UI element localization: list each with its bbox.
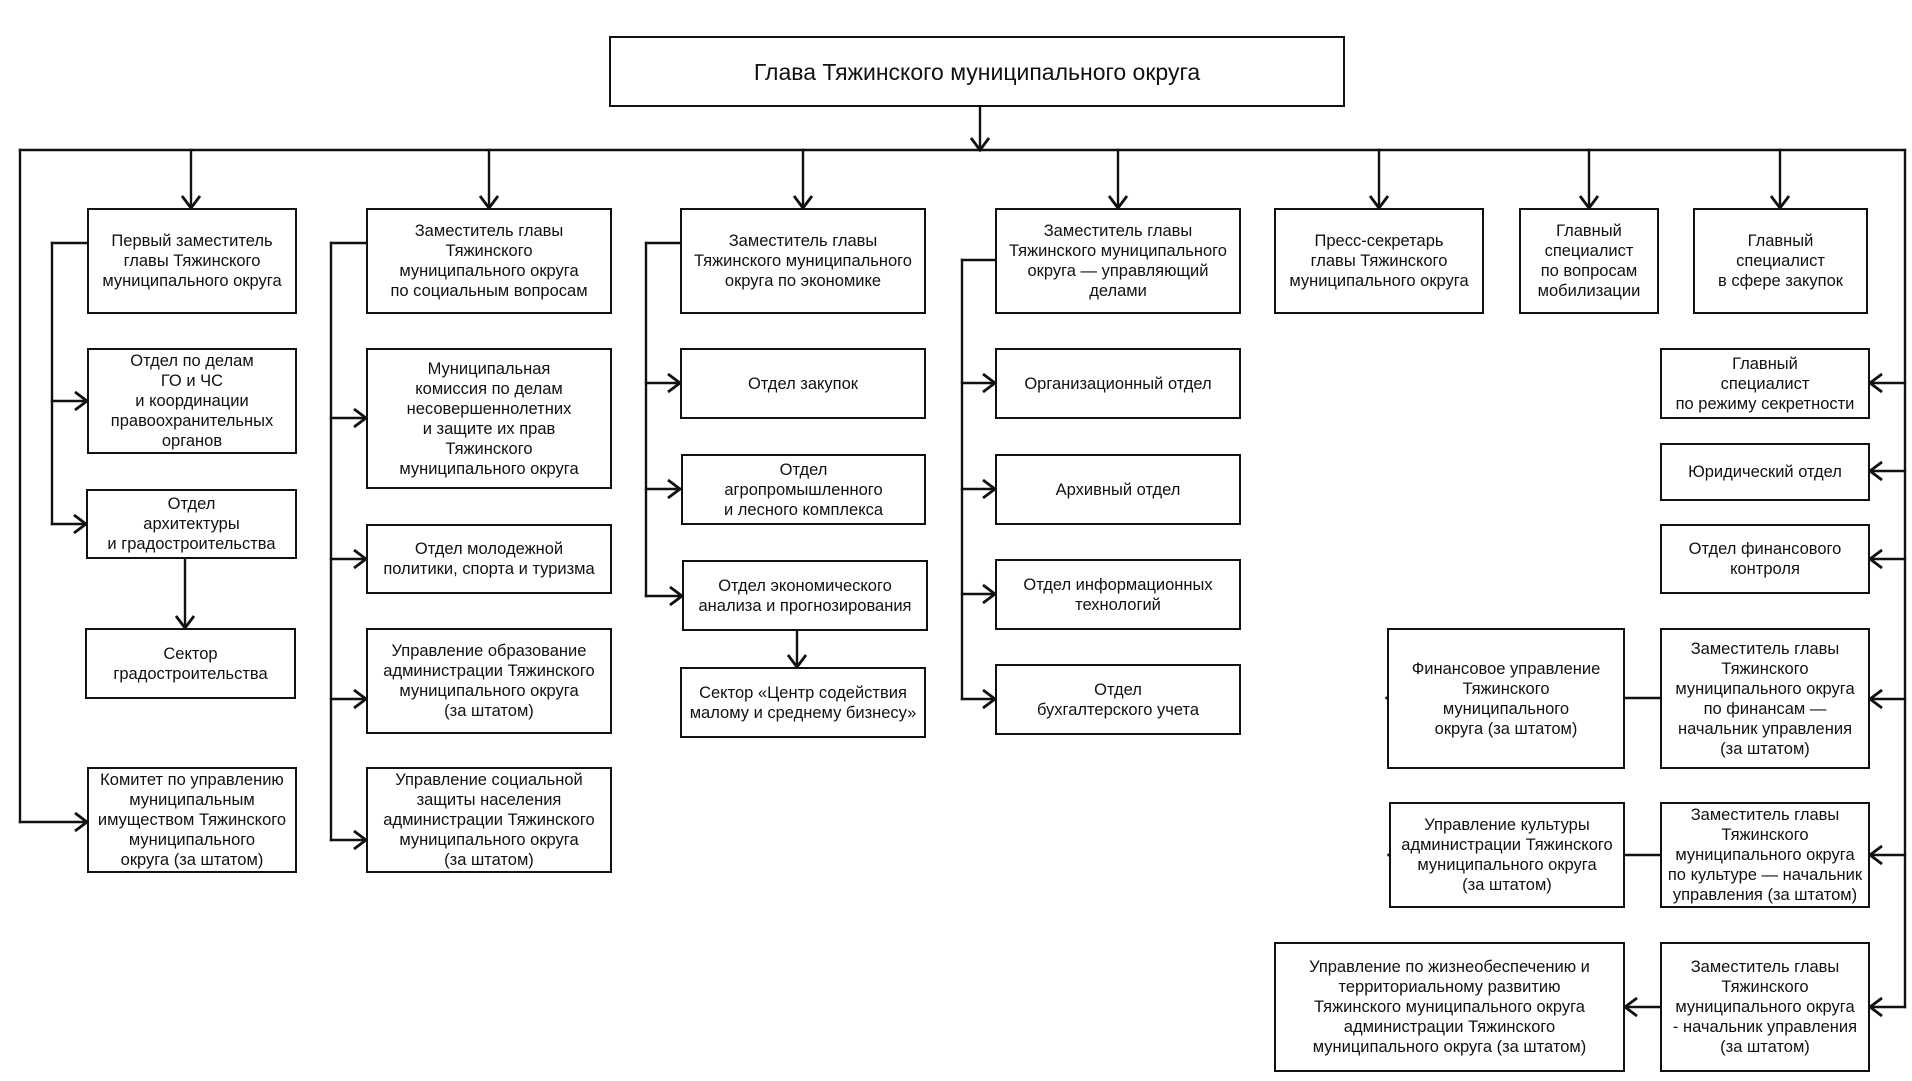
life-support-department-box: Управление по жизнеобеспечению и террито… bbox=[1274, 942, 1625, 1072]
go-chs-dept-box: Отдел по делам ГО и ЧС и координации пра… bbox=[87, 348, 297, 454]
arrowhead bbox=[667, 478, 683, 500]
accounting-dept-box: Отдел бухгалтерского учета bbox=[995, 664, 1241, 735]
culture-deputy-box: Заместитель главы Тяжинского муниципальн… bbox=[1660, 802, 1870, 908]
education-dept-box: Управление образование администрации Тяж… bbox=[366, 628, 612, 734]
organizational-dept-box: Организационный отдел bbox=[995, 348, 1241, 419]
first-deputy-box: Первый заместитель главы Тяжинского муни… bbox=[87, 208, 297, 314]
financial-control-dept-box: Отдел финансового контроля bbox=[1660, 524, 1870, 594]
youth-sports-dept-box: Отдел молодежной политики, спорта и тури… bbox=[366, 524, 612, 594]
press-secretary-box: Пресс-секретарь главы Тяжинского муницип… bbox=[1274, 208, 1484, 314]
social-deputy-box: Заместитель главы Тяжинского муниципальн… bbox=[366, 208, 612, 314]
arrowhead bbox=[1867, 372, 1883, 394]
agro-forestry-dept-box: Отдел агропромышленного и лесного компле… bbox=[681, 454, 926, 525]
procurement-specialist-box: Главный специалист в сфере закупок bbox=[1693, 208, 1868, 314]
economy-deputy-box: Заместитель главы Тяжинского муниципальн… bbox=[680, 208, 926, 314]
architecture-dept-box: Отдел архитектуры и градостроительства bbox=[86, 489, 297, 559]
social-protection-dept-box: Управление социальной защиты населения а… bbox=[366, 767, 612, 873]
culture-department-box: Управление культуры администрации Тяжинс… bbox=[1389, 802, 1625, 908]
arrowhead bbox=[969, 137, 991, 153]
business-support-sector-box: Сектор «Центр содействия малому и средне… bbox=[680, 667, 926, 738]
arrowhead bbox=[1867, 460, 1883, 482]
minors-commission-box: Муниципальная комиссия по делам несоверш… bbox=[366, 348, 612, 489]
mobilization-specialist-box: Главный специалист по вопросам мобилизац… bbox=[1519, 208, 1659, 314]
property-committee-box: Комитет по управлению муниципальным имущ… bbox=[87, 767, 297, 873]
arrowhead bbox=[1867, 548, 1883, 570]
arrowhead bbox=[1867, 996, 1883, 1018]
arrowhead bbox=[1867, 688, 1883, 710]
affairs-deputy-box: Заместитель главы Тяжинского муниципальн… bbox=[995, 208, 1241, 314]
it-dept-box: Отдел информационных технологий bbox=[995, 559, 1241, 630]
archive-dept-box: Архивный отдел bbox=[995, 454, 1241, 525]
secrecy-specialist-box: Главный специалист по режиму секретности bbox=[1660, 348, 1870, 419]
head-of-district: Глава Тяжинского муниципального округа bbox=[609, 36, 1345, 107]
urban-planning-sector-box: Сектор градостроительства bbox=[85, 628, 296, 699]
arrowhead bbox=[1867, 844, 1883, 866]
finance-deputy-box: Заместитель главы Тяжинского муниципальн… bbox=[1660, 628, 1870, 769]
arrowhead bbox=[1622, 996, 1638, 1018]
life-support-deputy-box: Заместитель главы Тяжинского муниципальн… bbox=[1660, 942, 1870, 1072]
procurement-dept-box: Отдел закупок bbox=[680, 348, 926, 419]
legal-dept-box: Юридический отдел bbox=[1660, 443, 1870, 501]
economic-analysis-dept-box: Отдел экономического анализа и прогнозир… bbox=[682, 560, 928, 631]
finance-department-box: Финансовое управление Тяжинского муницип… bbox=[1387, 628, 1625, 769]
